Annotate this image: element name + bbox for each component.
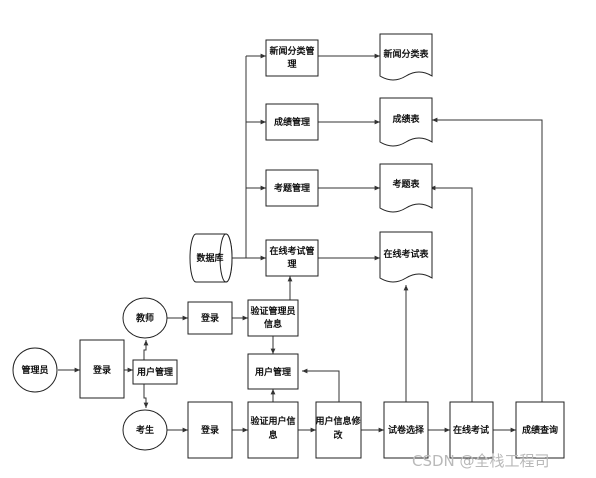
process-user-mgmt-2: 用户管理 <box>247 353 299 390</box>
process-online-exam: 在线考试 <box>449 401 494 459</box>
process-user-mgmt-2-label: 用户管理 <box>254 366 291 378</box>
process-verify-user-label-2: 息 <box>268 429 277 441</box>
process-select-exam: 试卷选择 <box>383 401 429 459</box>
database-label: 数据库 <box>196 252 223 264</box>
process-question-mgmt-label: 考题管理 <box>274 182 310 194</box>
process-score-mgmt-label: 成绩管理 <box>274 116 310 128</box>
process-online-exam-mgmt: 在线考试管 理 <box>265 239 319 277</box>
actor-admin: 管理员 <box>12 347 58 393</box>
document-question-table-label: 考题表 <box>392 178 420 190</box>
document-news-table-label: 新闻分类表 <box>383 48 429 60</box>
actor-admin-label: 管理员 <box>21 364 48 376</box>
process-user-mgmt: 用户管理 <box>132 359 178 385</box>
process-online-exam-label: 在线考试 <box>453 424 489 436</box>
process-user-info-edit-label-2: 改 <box>333 429 343 441</box>
process-login-admin-label: 登录 <box>92 364 111 376</box>
process-score-query-label: 成绩查询 <box>522 424 558 436</box>
process-login-student: 登录 <box>187 401 233 459</box>
process-user-mgmt-label: 用户管理 <box>136 366 173 378</box>
process-verify-user: 验证用户信 息 <box>247 401 299 459</box>
process-online-exam-mgmt-label-1: 在线考试管 <box>269 245 314 257</box>
document-score-table: 成绩表 <box>379 97 433 147</box>
process-login-teacher: 登录 <box>187 301 233 335</box>
watermark: CSDN @全栈工程司 <box>412 452 550 470</box>
process-select-exam-label: 试卷选择 <box>388 424 425 436</box>
edges <box>58 53 543 433</box>
document-news-table: 新闻分类表 <box>379 33 433 81</box>
process-score-mgmt: 成绩管理 <box>265 103 319 141</box>
actor-teacher-label: 教师 <box>135 312 154 324</box>
process-user-info-edit-label-1: 用户信息修 <box>314 415 361 427</box>
process-login-admin: 登录 <box>79 339 125 399</box>
process-verify-admin-label-2: 信息 <box>264 318 282 330</box>
document-score-table-label: 成绩表 <box>392 113 420 125</box>
process-question-mgmt: 考题管理 <box>265 169 319 207</box>
process-news-mgmt-label-1: 新闻分类管 <box>269 45 314 57</box>
process-login-student-label: 登录 <box>200 424 219 436</box>
process-verify-user-label-1: 验证用户信 <box>250 415 295 427</box>
process-user-info-edit: 用户信息修 改 <box>314 401 362 459</box>
actor-teacher: 教师 <box>122 297 168 339</box>
process-verify-admin-label-1: 验证管理员 <box>250 305 295 317</box>
process-online-exam-mgmt-label-2: 理 <box>287 259 296 270</box>
process-verify-admin: 验证管理员 信息 <box>247 299 299 337</box>
actor-student-label: 考生 <box>136 424 154 436</box>
database-cylinder: 数据库 <box>189 233 233 283</box>
document-online-exam-table: 在线考试表 <box>379 231 433 283</box>
document-online-exam-table-label: 在线考试表 <box>383 248 429 260</box>
actor-student: 考生 <box>122 409 168 451</box>
process-news-mgmt-label-2: 理 <box>287 59 296 70</box>
process-news-mgmt: 新闻分类管 理 <box>265 39 319 77</box>
document-question-table: 考题表 <box>379 163 433 213</box>
process-score-query: 成绩查询 <box>515 401 565 459</box>
process-login-teacher-label: 登录 <box>200 312 219 324</box>
